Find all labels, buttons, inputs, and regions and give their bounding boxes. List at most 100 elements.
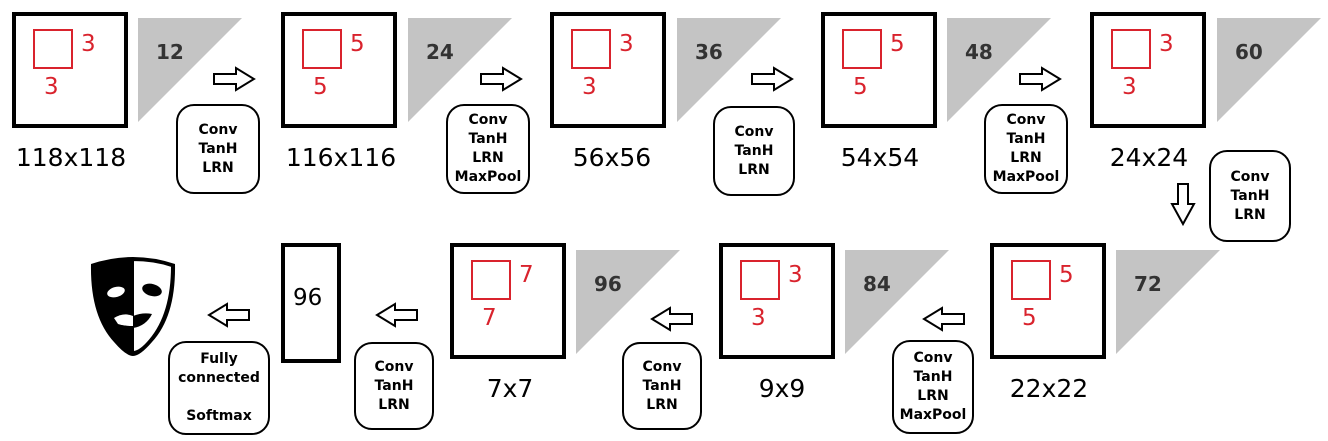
depth-label: 12 <box>156 40 184 64</box>
kernel-height: 5 <box>853 74 868 100</box>
op-box: Conv TanH LRN <box>622 342 702 430</box>
op-tanh: TanH <box>1006 131 1046 147</box>
op-conv: Conv <box>734 123 774 140</box>
right-arrow-icon <box>1019 66 1062 92</box>
op-maxpool: MaxPool <box>899 407 967 423</box>
op-conv: Conv <box>468 112 508 128</box>
left-arrow-icon <box>922 306 965 332</box>
depth-label: 96 <box>594 272 622 296</box>
down-arrow-icon <box>1170 183 1196 227</box>
feature-map-size: 54x54 <box>840 143 920 172</box>
kernel-height: 3 <box>1122 74 1137 100</box>
kernel-square <box>33 29 73 69</box>
op-lrn: LRN <box>472 150 504 166</box>
feature-map-size: 9x9 <box>758 374 806 403</box>
feature-map-size: 24x24 <box>1109 143 1189 172</box>
kernel-width: 7 <box>519 262 534 288</box>
op-lrn: LRN <box>917 388 949 404</box>
depth-triangle: 84 <box>845 250 949 354</box>
fc-box: Fully connected Softmax <box>168 341 270 435</box>
depth-triangle: 96 <box>576 250 680 354</box>
kernel-width: 5 <box>890 31 905 57</box>
op-conv: Conv <box>198 121 238 138</box>
op-tanh: TanH <box>1230 187 1270 204</box>
op-conv: Conv <box>1230 168 1270 185</box>
op-conv: Conv <box>374 358 414 375</box>
op-conv: Conv <box>1006 112 1046 128</box>
op-lrn: LRN <box>738 161 770 178</box>
fc-softmax: Softmax <box>186 408 252 424</box>
op-lrn: LRN <box>1234 206 1266 223</box>
kernel-height: 3 <box>751 305 766 331</box>
kernel-width: 3 <box>1159 31 1174 57</box>
feature-map: 7 7 <box>450 243 566 359</box>
op-conv: Conv <box>642 358 682 375</box>
kernel-height: 3 <box>582 74 597 100</box>
op-lrn: LRN <box>646 396 678 413</box>
theater-mask-icon <box>90 257 176 356</box>
feature-map: 3 3 <box>719 243 835 359</box>
depth-label: 24 <box>426 40 454 64</box>
kernel-height: 5 <box>313 74 328 100</box>
kernel-height: 5 <box>1022 305 1037 331</box>
feature-map-size: 116x116 <box>285 143 397 172</box>
depth-label: 60 <box>1235 40 1263 64</box>
feature-vector: 96 <box>281 243 341 363</box>
op-maxpool: MaxPool <box>992 169 1060 185</box>
kernel-width: 5 <box>350 31 365 57</box>
fc-line-1: Fully <box>200 351 238 367</box>
feature-map: 3 3 <box>550 12 666 128</box>
kernel-square <box>471 260 511 300</box>
depth-label: 72 <box>1134 272 1162 296</box>
op-lrn: LRN <box>202 159 234 176</box>
op-lrn: LRN <box>1010 150 1042 166</box>
op-tanh: TanH <box>468 131 508 147</box>
kernel-square <box>842 29 882 69</box>
left-arrow-icon <box>375 302 418 328</box>
kernel-height: 7 <box>482 305 497 331</box>
depth-triangle: 60 <box>1217 18 1321 122</box>
op-box: Conv TanH LRN <box>354 342 434 430</box>
op-box: Conv TanH LRN <box>713 106 795 196</box>
kernel-width: 3 <box>81 31 96 57</box>
feature-map-size: 7x7 <box>486 374 534 403</box>
feature-map-size: 22x22 <box>1009 374 1089 403</box>
kernel-square <box>571 29 611 69</box>
kernel-width: 5 <box>1059 262 1074 288</box>
feature-map: 5 5 <box>281 12 397 128</box>
kernel-square <box>302 29 342 69</box>
feature-map: 5 5 <box>990 243 1106 359</box>
kernel-height: 3 <box>44 74 59 100</box>
depth-triangle: 72 <box>1116 250 1220 354</box>
op-box: Conv TanH LRN <box>1209 150 1291 242</box>
kernel-square <box>1111 29 1151 69</box>
op-tanh: TanH <box>913 369 953 385</box>
op-maxpool: MaxPool <box>454 169 522 185</box>
vector-size: 96 <box>293 285 323 311</box>
op-box: Conv TanH LRN MaxPool <box>984 104 1068 194</box>
depth-label: 84 <box>863 272 891 296</box>
op-conv: Conv <box>913 350 953 366</box>
feature-map: 5 5 <box>821 12 937 128</box>
op-tanh: TanH <box>374 377 414 394</box>
op-box: Conv TanH LRN MaxPool <box>446 104 530 194</box>
feature-map: 3 3 <box>1090 12 1206 128</box>
right-arrow-icon <box>751 66 794 92</box>
kernel-square <box>740 260 780 300</box>
left-arrow-icon <box>650 306 693 332</box>
op-lrn: LRN <box>378 396 410 413</box>
kernel-square <box>1011 260 1051 300</box>
right-arrow-icon <box>480 66 523 92</box>
kernel-width: 3 <box>788 262 803 288</box>
left-arrow-icon <box>207 302 250 328</box>
feature-map: 3 3 <box>12 12 128 128</box>
op-tanh: TanH <box>642 377 682 394</box>
kernel-width: 3 <box>619 31 634 57</box>
op-box: Conv TanH LRN <box>176 104 260 194</box>
op-box: Conv TanH LRN MaxPool <box>892 340 974 434</box>
op-tanh: TanH <box>198 140 238 157</box>
fc-line-2: connected <box>178 370 260 386</box>
feature-map-size: 56x56 <box>572 143 652 172</box>
right-arrow-icon <box>213 66 256 92</box>
depth-label: 36 <box>695 40 723 64</box>
